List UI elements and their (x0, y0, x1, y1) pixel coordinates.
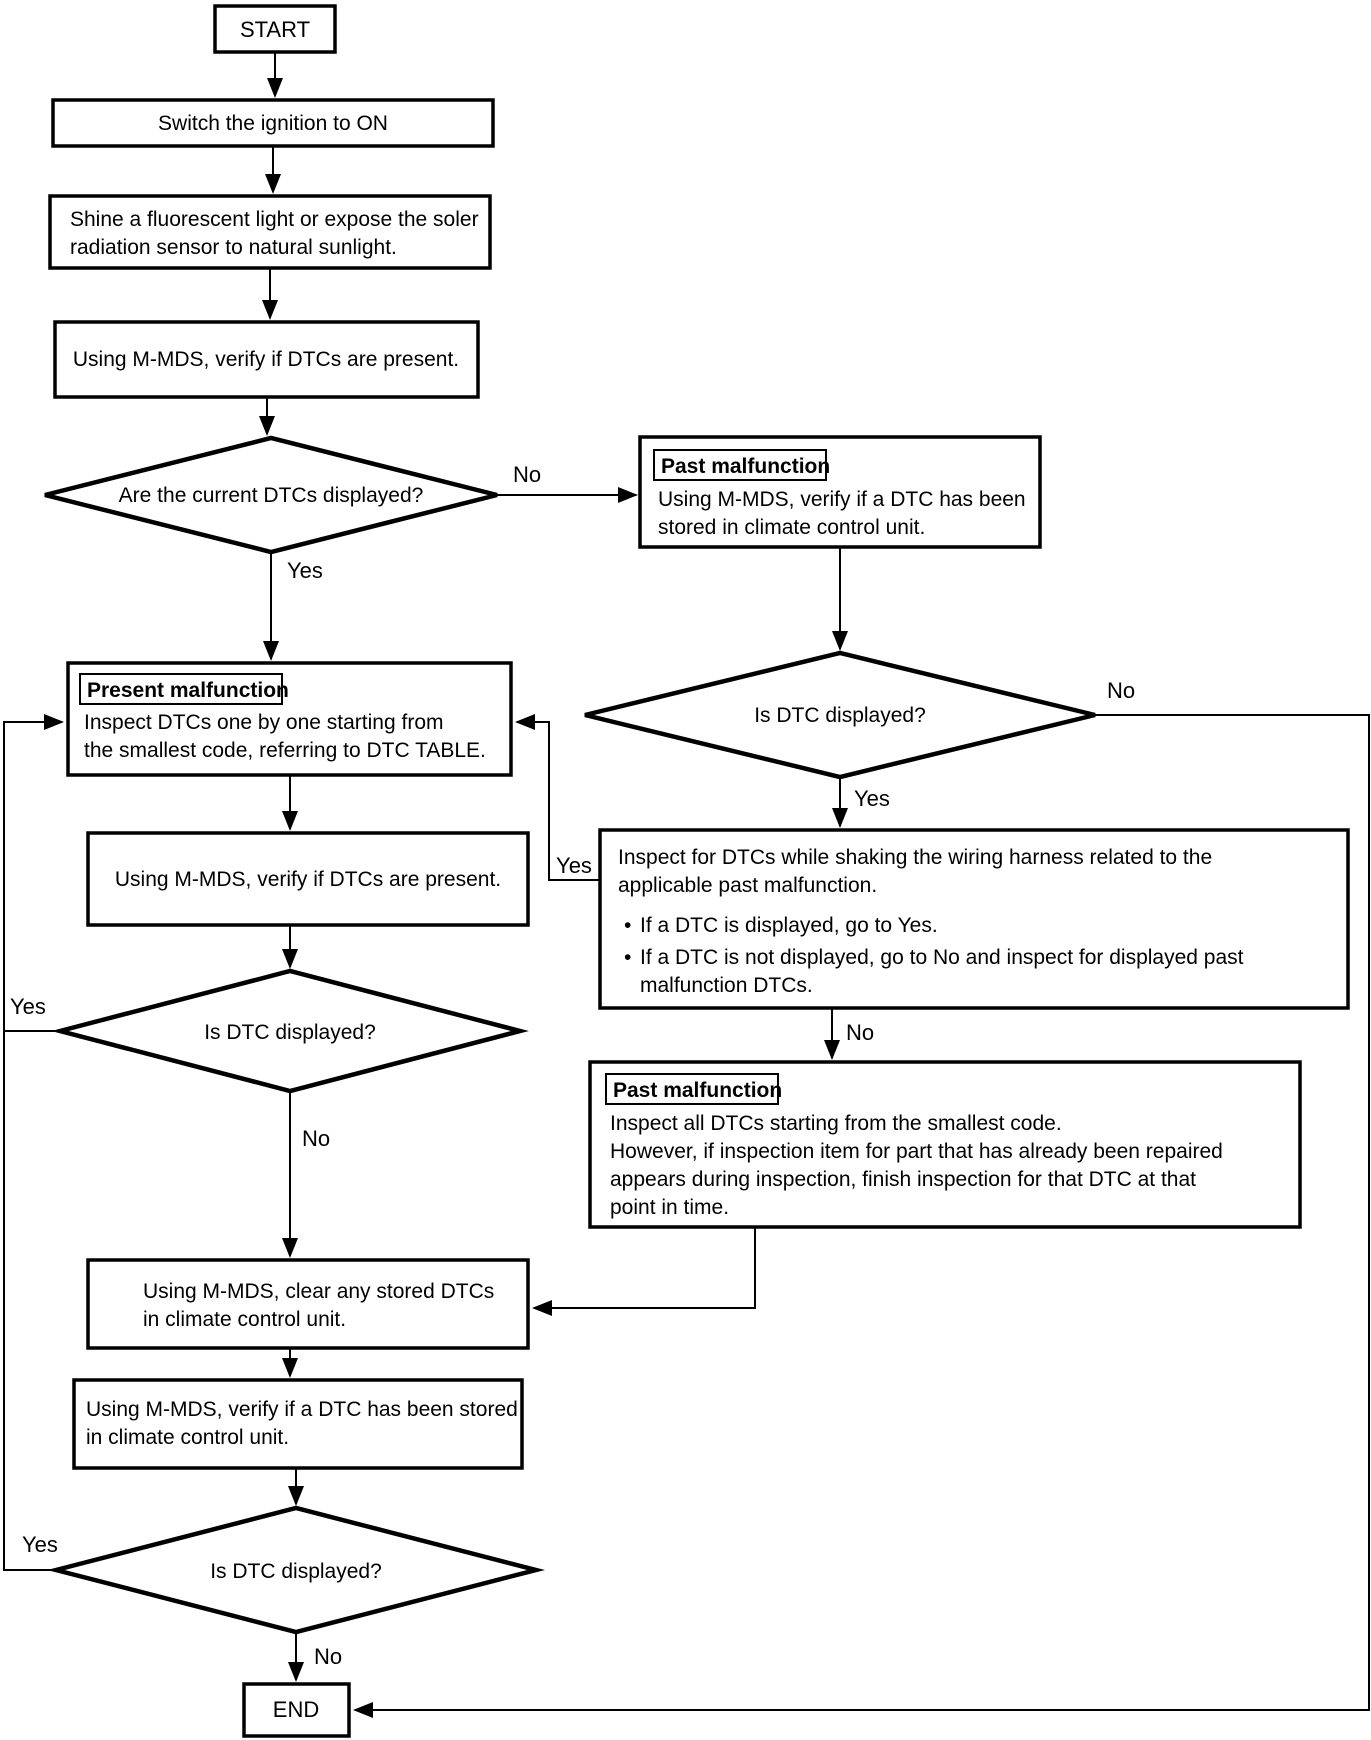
edge-label-no-inspect: No (846, 1020, 874, 1045)
edge-label-no-decision4: No (314, 1644, 342, 1669)
inspect-shaking-bullet-2: If a DTC is not displayed, go to No and … (640, 946, 1244, 969)
clear-dtcs-line-1: Using M-MDS, clear any stored DTCs (143, 1280, 494, 1303)
past-malfunction-inspect-line-3: appears during inspection, finish inspec… (610, 1168, 1196, 1191)
past-malfunction-check-line-2: stored in climate control unit. (658, 516, 925, 539)
edge-past2-to-clear (532, 1227, 756, 1316)
clear-dtcs-line-2: in climate control unit. (143, 1308, 346, 1331)
inspect-shaking-bullet-1: If a DTC is displayed, go to Yes. (640, 914, 938, 937)
verify-stored-dtc-line-2: in climate control unit. (86, 1426, 289, 1449)
past-malfunction-tag-1: Past malfunction (661, 455, 830, 478)
clear-dtcs-box (86, 1258, 530, 1350)
edge-inspect-yes-feedback-to-present (515, 714, 600, 881)
edge-label-no-decision2: No (1107, 678, 1135, 703)
start-label: START (240, 17, 310, 42)
verify-stored-dtc-line-1: Using M-MDS, verify if a DTC has been st… (86, 1398, 518, 1421)
shine-light-line-2: radiation sensor to natural sunlight. (70, 236, 397, 259)
end-label: END (273, 1697, 319, 1722)
decision-dtc-displayed-left-diamond (51, 968, 529, 1094)
decision-dtc-displayed-bottom-diamond (47, 1505, 545, 1635)
switch-ignition-box (51, 98, 495, 148)
present-malfunction-line-1: Inspect DTCs one by one starting from (84, 711, 444, 734)
decision-dtc-displayed-left-label: Is DTC displayed? (204, 1021, 376, 1044)
inspect-shaking-line-1: Inspect for DTCs while shaking the wirin… (618, 846, 1212, 869)
inspect-shaking-box (598, 828, 1350, 1010)
edge-label-yes-feedback: Yes (556, 853, 592, 878)
edge-decision2-no-rail-to-end (353, 714, 1370, 1718)
decision-dtc-displayed-right-label: Is DTC displayed? (754, 704, 926, 727)
edge-label-no-decision1: No (513, 462, 541, 487)
verify-dtcs-label-1: Using M-MDS, verify if DTCs are present. (73, 348, 459, 371)
past-malfunction-tag-2: Past malfunction (613, 1079, 782, 1102)
edge-label-yes-decision3: Yes (10, 994, 46, 1019)
present-malfunction-tag: Present malfunction (87, 679, 289, 702)
switch-ignition-label: Switch the ignition to ON (158, 112, 388, 135)
verify-dtcs-box-1 (53, 320, 480, 399)
inspect-shaking-line-2: applicable past malfunction. (618, 874, 877, 897)
verify-dtcs-box-2 (86, 831, 530, 927)
edge-label-yes-decision1: Yes (287, 558, 323, 583)
inspect-shaking-bullet-2-cont: malfunction DTCs. (640, 974, 813, 997)
edge-label-yes-decision4: Yes (22, 1532, 58, 1557)
shine-light-line-1: Shine a fluorescent light or expose the … (70, 208, 479, 231)
decision-dtc-displayed-right-diamond (584, 650, 1096, 780)
past-malfunction-tag-frame-1 (653, 449, 827, 481)
decision-current-dtcs-diamond (44, 435, 498, 555)
decision-current-dtcs-label: Are the current DTCs displayed? (119, 484, 424, 507)
present-malfunction-tag-frame (79, 673, 283, 705)
past-malfunction-check-line-1: Using M-MDS, verify if a DTC has been (658, 488, 1026, 511)
edge-left-yes-rail-to-present (3, 714, 64, 1571)
present-malfunction-line-2: the smallest code, referring to DTC TABL… (84, 739, 486, 762)
shine-light-box (48, 194, 492, 270)
bullet-icon: • (624, 914, 631, 937)
past-malfunction-tag-frame-2 (605, 1073, 779, 1105)
past-malfunction-inspect-line-1: Inspect all DTCs starting from the small… (610, 1112, 1062, 1135)
bullet-icon: • (624, 946, 631, 969)
end-terminal (242, 1682, 351, 1738)
decision-dtc-displayed-bottom-label: Is DTC displayed? (210, 1560, 382, 1583)
past-malfunction-inspect-line-4: point in time. (610, 1196, 729, 1219)
verify-stored-dtc-box (72, 1378, 524, 1470)
edge-label-yes-decision2: Yes (854, 786, 890, 811)
edge-label-no-decision3: No (302, 1126, 330, 1151)
past-malfunction-inspect-line-2: However, if inspection item for part tha… (610, 1140, 1223, 1163)
start-terminal (213, 4, 337, 54)
verify-dtcs-label-2: Using M-MDS, verify if DTCs are present. (115, 868, 501, 891)
